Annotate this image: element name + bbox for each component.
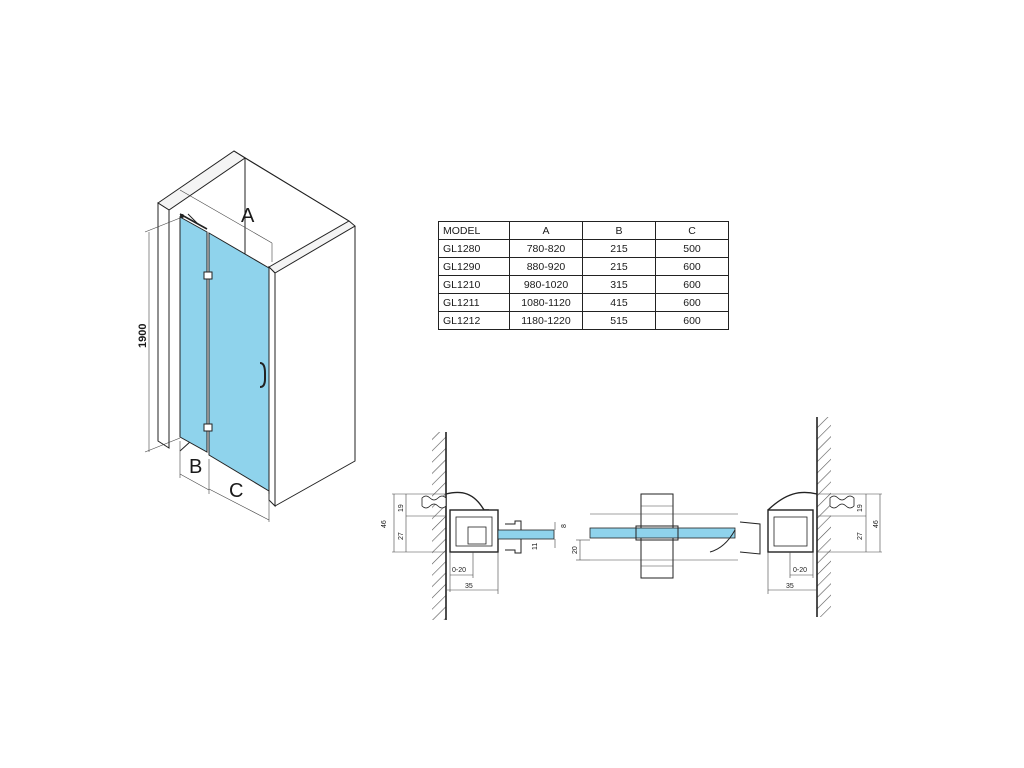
svg-text:11: 11 [532,543,539,550]
dimension-c-label: C [229,480,243,502]
col-header-model: MODEL [438,221,510,240]
svg-text:35: 35 [786,583,794,590]
svg-text:27: 27 [857,532,864,540]
right-wall-hatch [817,417,831,617]
cell-model: GL1212 [438,311,510,330]
height-1900-label: 1900 [137,324,149,348]
cell-model: GL1280 [438,239,510,258]
svg-text:0-20: 0-20 [793,567,807,574]
cell-c: 600 [655,257,729,276]
cell-b: 515 [582,311,656,330]
dimension-b-label: B [189,456,202,478]
dimension-a-label: A [241,205,255,227]
door-handle [259,362,266,388]
cell-c: 600 [655,293,729,312]
upper-hinge [203,271,213,280]
table-row: GL1212 1180-1220 515 600 [438,311,729,330]
table-header-row: MODEL A B C [438,221,729,240]
cell-a: 880-920 [509,257,583,276]
table-row: GL1290 880-920 215 600 [438,257,729,276]
left-wall-front [157,202,170,449]
cell-a: 1180-1220 [509,311,583,330]
cell-model: GL1210 [438,275,510,294]
table-row: GL1280 780-820 215 500 [438,239,729,258]
left-profile-section: 46 19 27 8 11 0-20 35 [381,432,568,620]
cell-b: 215 [582,239,656,258]
table-row: GL1211 1080-1120 415 600 [438,293,729,312]
svg-text:46: 46 [873,520,880,528]
cell-model: GL1290 [438,257,510,276]
model-dimensions-table: MODEL A B C GL1280 780-820 215 500 GL129… [438,221,729,330]
right-wall-front [268,265,276,508]
svg-text:27: 27 [398,532,405,540]
cell-c: 600 [655,311,729,330]
svg-text:46: 46 [381,520,388,528]
cell-b: 315 [582,275,656,294]
lower-hinge [203,423,213,432]
cell-b: 415 [582,293,656,312]
cell-c: 600 [655,275,729,294]
shower-enclosure-3d: A 1900 B C [137,150,356,522]
cell-c: 500 [655,239,729,258]
col-header-a: A [509,221,583,240]
table-row: GL1210 980-1020 315 600 [438,275,729,294]
svg-text:19: 19 [398,504,405,512]
door-glass-panel [208,232,270,492]
right-profile-section: 19 27 46 0-20 35 [709,417,882,617]
middle-hinge-section: 20 [572,493,738,579]
fixed-glass-panel [179,216,208,453]
col-header-c: C [655,221,729,240]
cell-a: 980-1020 [509,275,583,294]
svg-text:35: 35 [465,583,473,590]
cell-a: 1080-1120 [509,293,583,312]
cell-b: 215 [582,257,656,276]
col-header-b: B [582,221,656,240]
right-wall-top [268,220,356,274]
cell-a: 780-820 [509,239,583,258]
svg-text:0-20: 0-20 [452,567,466,574]
svg-text:19: 19 [857,504,864,512]
svg-text:20: 20 [572,546,579,554]
svg-text:8: 8 [561,524,568,528]
left-wall-hatch [432,432,446,620]
left-wall-top [157,150,246,211]
cell-model: GL1211 [438,293,510,312]
